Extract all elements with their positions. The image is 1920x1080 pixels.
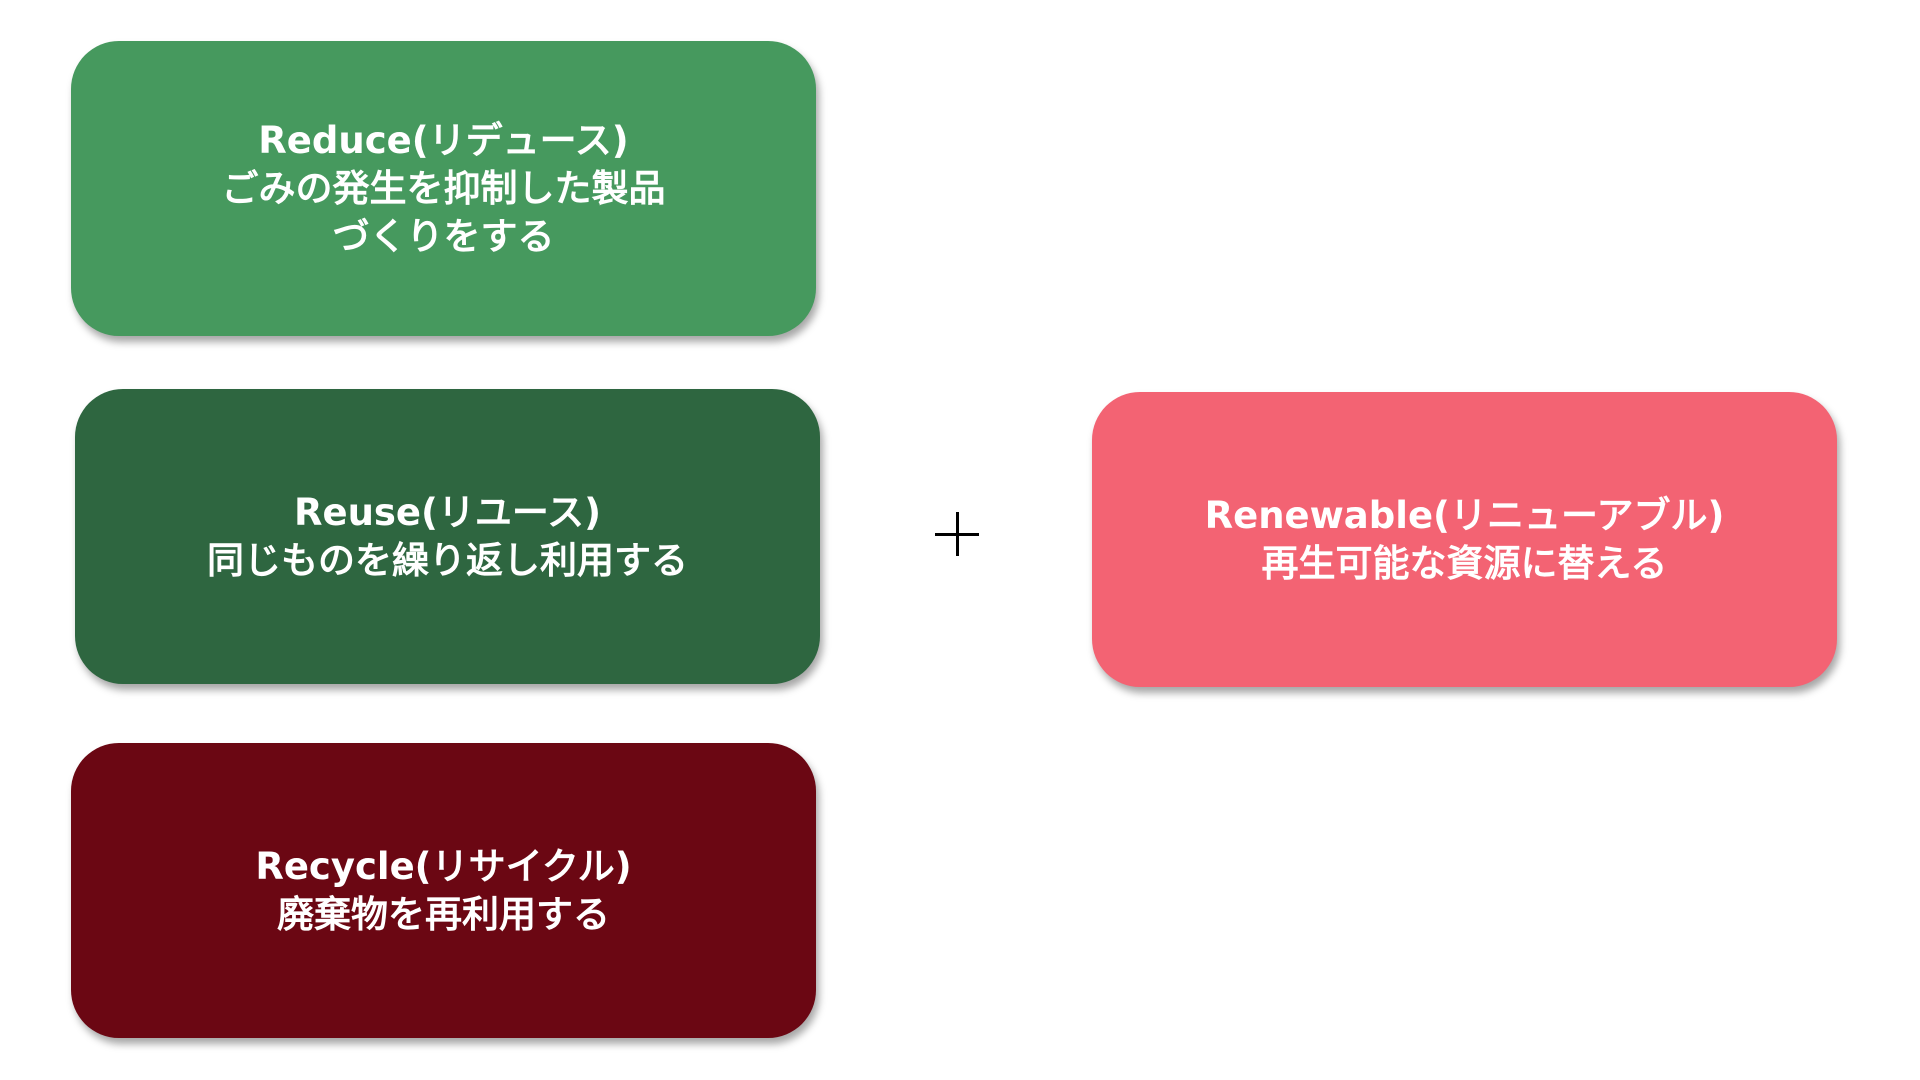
- reduce-card-text: Reduce(リデュース) ごみの発生を抑制した製品 づくりをする: [222, 117, 666, 261]
- recycle-description: 廃棄物を再利用する: [276, 892, 610, 936]
- reduce-description-line2: づくりをする: [332, 214, 555, 258]
- reduce-description-line1: ごみの発生を抑制した製品: [221, 166, 666, 210]
- renewable-description: 再生可能な資源に替える: [1261, 541, 1668, 585]
- renewable-title: Renewable(リニューアブル): [1204, 493, 1725, 537]
- reduce-card: Reduce(リデュース) ごみの発生を抑制した製品 づくりをする: [71, 41, 816, 336]
- reuse-title: Reuse(リユース): [293, 490, 601, 534]
- reuse-card-text: Reuse(リユース) 同じものを繰り返し利用する: [207, 489, 688, 585]
- reuse-description: 同じものを繰り返し利用する: [207, 538, 688, 582]
- recycle-card-text: Recycle(リサイクル) 廃棄物を再利用する: [255, 843, 631, 939]
- reuse-card: Reuse(リユース) 同じものを繰り返し利用する: [75, 389, 820, 684]
- reduce-title: Reduce(リデュース): [258, 118, 629, 162]
- recycle-card: Recycle(リサイクル) 廃棄物を再利用する: [71, 743, 816, 1038]
- renewable-card: Renewable(リニューアブル) 再生可能な資源に替える: [1092, 392, 1837, 687]
- plus-icon: [935, 512, 979, 556]
- renewable-card-text: Renewable(リニューアブル) 再生可能な資源に替える: [1205, 492, 1725, 588]
- recycle-title: Recycle(リサイクル): [255, 844, 632, 888]
